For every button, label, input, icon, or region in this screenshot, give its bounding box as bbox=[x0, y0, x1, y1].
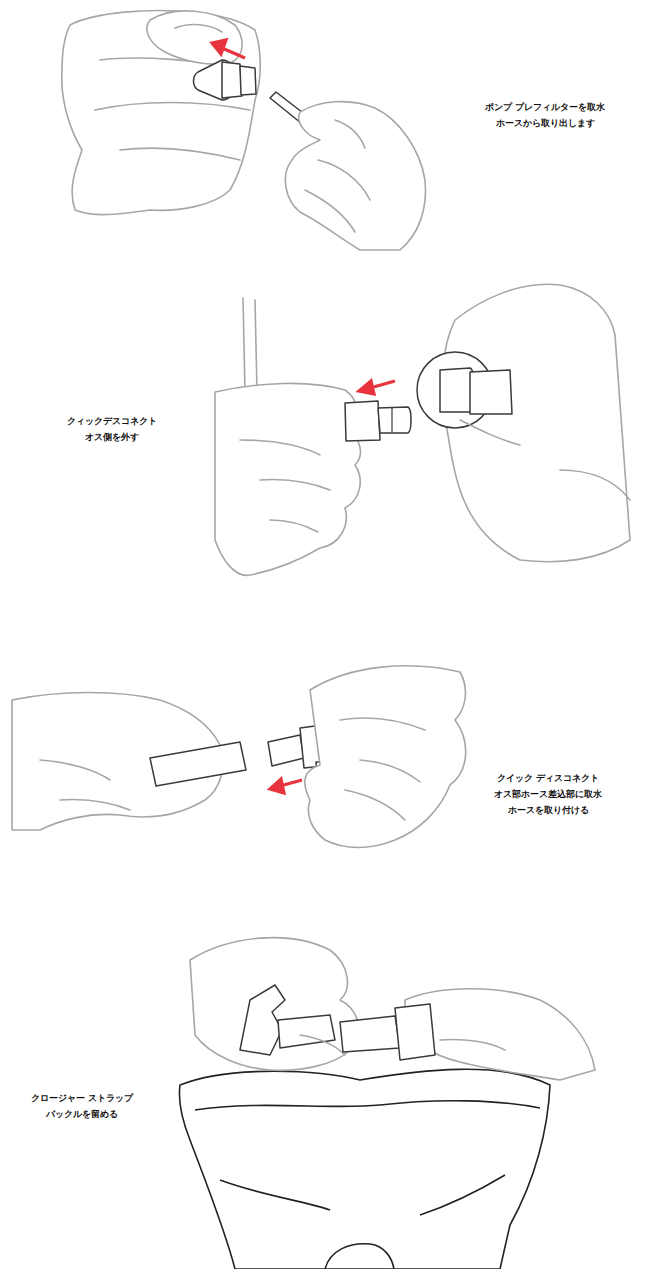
step-instruction: クイック ディスコネクト オス部ホース差込部に取水 ホースを取り付ける bbox=[490, 771, 606, 818]
step-three-illustration bbox=[12, 666, 466, 848]
step-two-illustration bbox=[215, 284, 630, 575]
step-instruction: クィックデスコネクト オス側を外す bbox=[62, 414, 162, 446]
step-one-illustration bbox=[62, 11, 426, 250]
step-instruction: ポンプ プレフィルターを取水 ホースから取り出します bbox=[478, 100, 612, 132]
step-instruction: クロージャー ストラップ バックルを留める bbox=[26, 1091, 138, 1123]
step-four-illustration bbox=[179, 938, 595, 1269]
